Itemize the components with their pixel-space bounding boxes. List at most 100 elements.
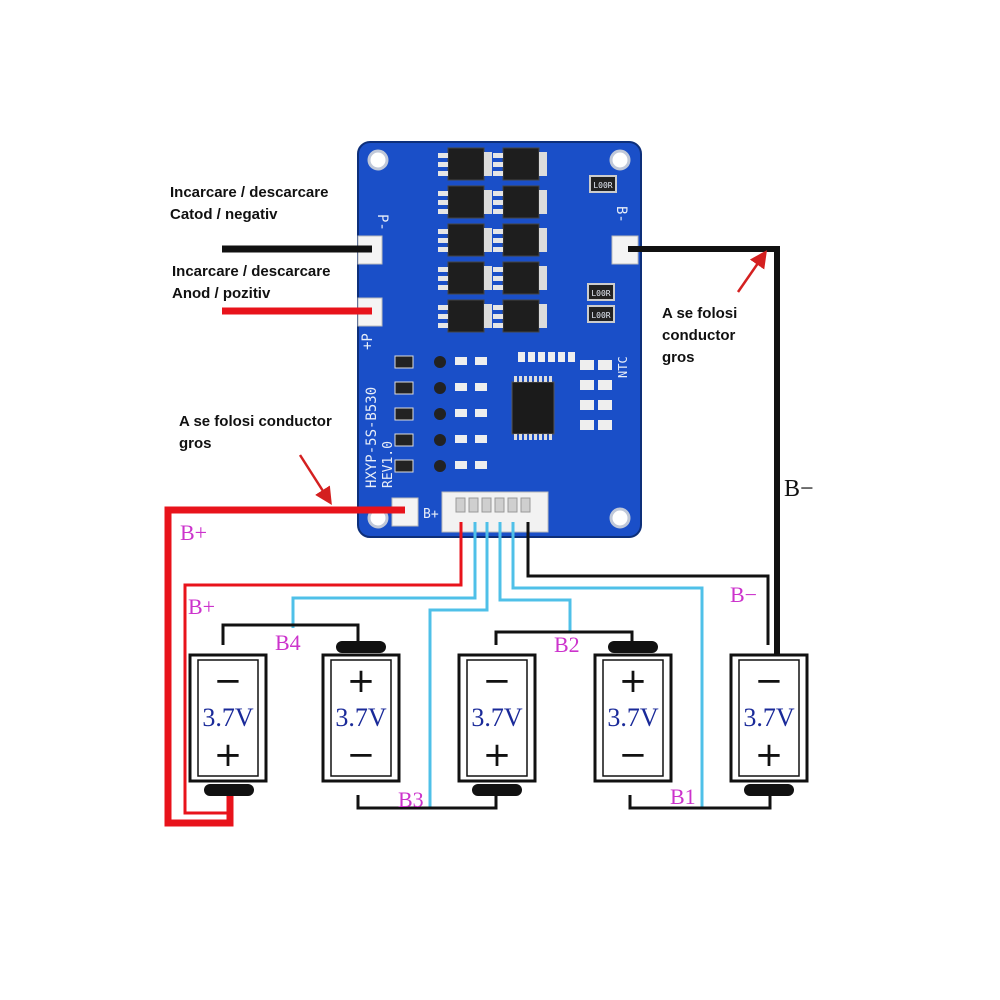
- mosfet-pin: [493, 238, 503, 243]
- smd-transistor: [434, 460, 446, 472]
- mosfet-pin: [438, 162, 448, 167]
- smd-capacitor: [394, 407, 414, 421]
- cell-voltage: 3.7V: [743, 703, 795, 732]
- smd-resistor: [548, 352, 555, 362]
- smd-transistor: [434, 382, 446, 394]
- link-cell1-cell2: [221, 623, 360, 645]
- smd-capacitor: [394, 355, 414, 369]
- bms-board: L00R L00R L00R P- +P B- B+ NTC HXYP-5S-B…: [357, 141, 642, 538]
- smd-resistor: [580, 420, 594, 430]
- mosfet: [447, 185, 485, 219]
- battery-cell: − 3.7V +: [457, 653, 537, 796]
- board-model: HXYP-5S-B530: [364, 387, 380, 488]
- mosfet-pin: [493, 285, 503, 290]
- mosfet-pin: [493, 153, 503, 158]
- mosfet-pin: [493, 276, 503, 281]
- smd-resistor: [455, 357, 467, 365]
- mosfet-tab: [484, 152, 492, 176]
- cell-voltage: 3.7V: [335, 703, 387, 732]
- mosfet-pin: [438, 247, 448, 252]
- label-b4: B4: [275, 630, 301, 655]
- connector-pin: [494, 497, 505, 513]
- smd-resistor: [598, 360, 612, 370]
- pad-b-minus-label: B-: [613, 206, 629, 223]
- smd-resistor: [455, 383, 467, 391]
- ic-pin: [514, 376, 517, 382]
- mosfet-pin: [438, 209, 448, 214]
- smd-resistor: [475, 461, 487, 469]
- balance-wire-b1: [511, 522, 704, 808]
- annotation-positive-title: Incarcare / descarcare: [172, 263, 330, 280]
- arrow-right: [736, 250, 767, 293]
- ic-pin: [534, 434, 537, 440]
- mosfet: [502, 185, 540, 219]
- smd-transistor: [434, 434, 446, 446]
- cell-bottom-sign: −: [347, 735, 376, 775]
- mosfet-pin: [493, 162, 503, 167]
- battery-cell: + 3.7V −: [321, 641, 401, 783]
- cell-voltage: 3.7V: [607, 703, 659, 732]
- ic-pin: [539, 434, 542, 440]
- mosfet-pin: [438, 229, 448, 234]
- smd-resistor: [568, 352, 575, 362]
- smd-components: [394, 352, 612, 473]
- balance-wire-b3: [428, 522, 489, 808]
- mosfet-tab: [539, 228, 547, 252]
- resistor-label: L00R: [591, 289, 610, 298]
- mosfet-tab: [539, 152, 547, 176]
- smd-resistor: [475, 383, 487, 391]
- mounting-hole: [609, 507, 631, 529]
- cell-bottom-sign: +: [755, 735, 784, 775]
- mosfet-pin: [493, 209, 503, 214]
- smd-resistor: [538, 352, 545, 362]
- smd-resistor: [598, 380, 612, 390]
- smd-resistor: [598, 420, 612, 430]
- cell-top-sign: −: [214, 661, 243, 701]
- mosfet-pin: [493, 323, 503, 328]
- mosfet-pin: [438, 314, 448, 319]
- smd-resistor: [558, 352, 565, 362]
- smd-resistor: [518, 352, 525, 362]
- mosfet-pin: [438, 305, 448, 310]
- pad-b-plus-label: B+: [423, 507, 439, 522]
- cell-terminal: [204, 784, 254, 796]
- mosfet: [447, 299, 485, 333]
- smd-resistor: [528, 352, 535, 362]
- smd-capacitor: [394, 381, 414, 395]
- smd-resistor: [580, 360, 594, 370]
- mosfet-pin: [493, 314, 503, 319]
- board-revision: REV1.0: [381, 441, 396, 488]
- ic-pins: [514, 376, 552, 440]
- annotation-thick-wire-left: A se folosi conductor: [179, 413, 332, 430]
- connector-pin: [455, 497, 466, 513]
- link-cell3-cell4: [494, 630, 634, 645]
- balance-wire-bminus: [526, 522, 770, 645]
- mosfet-pin: [438, 276, 448, 281]
- annotation-negative-subtitle: Catod / negativ: [170, 206, 278, 223]
- pad-p-minus-label: P-: [374, 214, 390, 231]
- mosfet-pin: [493, 200, 503, 205]
- ic-pin: [524, 376, 527, 382]
- smd-transistor: [434, 356, 446, 368]
- label-b3: B3: [398, 787, 424, 812]
- smd-resistor: [580, 380, 594, 390]
- smd-capacitor: [394, 459, 414, 473]
- mosfet: [447, 223, 485, 257]
- ic-pin: [534, 376, 537, 382]
- mosfet: [502, 299, 540, 333]
- label-b-minus: B−: [784, 476, 814, 502]
- smd-resistor: [475, 409, 487, 417]
- ic-pin: [519, 376, 522, 382]
- shunt-resistor: [589, 175, 617, 193]
- ic-pin: [524, 434, 527, 440]
- ic-pin: [529, 376, 532, 382]
- mosfet: [447, 261, 485, 295]
- smd-resistor: [455, 435, 467, 443]
- smd-resistor: [580, 400, 594, 410]
- shunt-resistor: [587, 283, 615, 301]
- balance-wires: [183, 522, 770, 815]
- ic-pin: [514, 434, 517, 440]
- cell-terminal: [744, 784, 794, 796]
- mounting-hole: [609, 149, 631, 171]
- mosfet-tab: [539, 304, 547, 328]
